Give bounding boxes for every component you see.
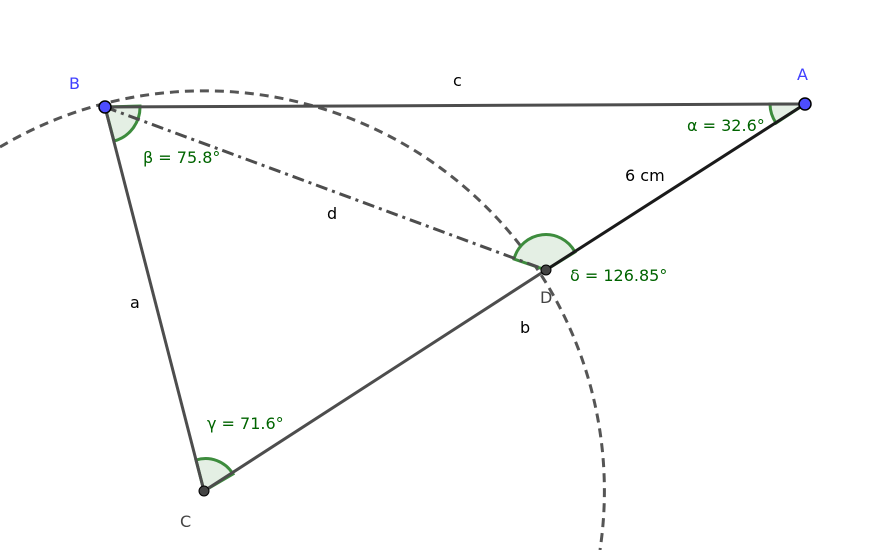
point-b[interactable] — [98, 100, 112, 114]
label-segment-c: c — [453, 71, 462, 90]
point-d[interactable] — [540, 264, 552, 276]
label-point-c: C — [180, 512, 192, 531]
label-segment-b: b — [520, 318, 531, 337]
segment-a[interactable] — [103, 106, 206, 492]
segment-b[interactable] — [203, 268, 547, 493]
label-angle-gamma: γ = 71.6° — [207, 414, 284, 433]
segment-c[interactable] — [104, 102, 806, 109]
label-segment-a: a — [130, 293, 140, 312]
label-angle-beta: β = 75.8° — [143, 148, 221, 167]
label-segment-d: d — [327, 204, 338, 223]
label-point-b: B — [69, 74, 80, 93]
angle-delta-arc — [512, 233, 577, 272]
label-point-a: A — [797, 65, 808, 84]
segment-ad[interactable] — [545, 102, 806, 272]
label-angle-delta: δ = 126.85° — [570, 266, 668, 285]
label-point-d: D — [540, 288, 553, 307]
segment-d[interactable] — [104, 105, 547, 272]
point-c[interactable] — [198, 485, 210, 497]
dashed-circle — [0, 89, 606, 550]
label-segment-ad-length: 6 cm — [625, 166, 665, 185]
point-a[interactable] — [798, 97, 812, 111]
label-angle-alpha: α = 32.6° — [687, 116, 765, 135]
